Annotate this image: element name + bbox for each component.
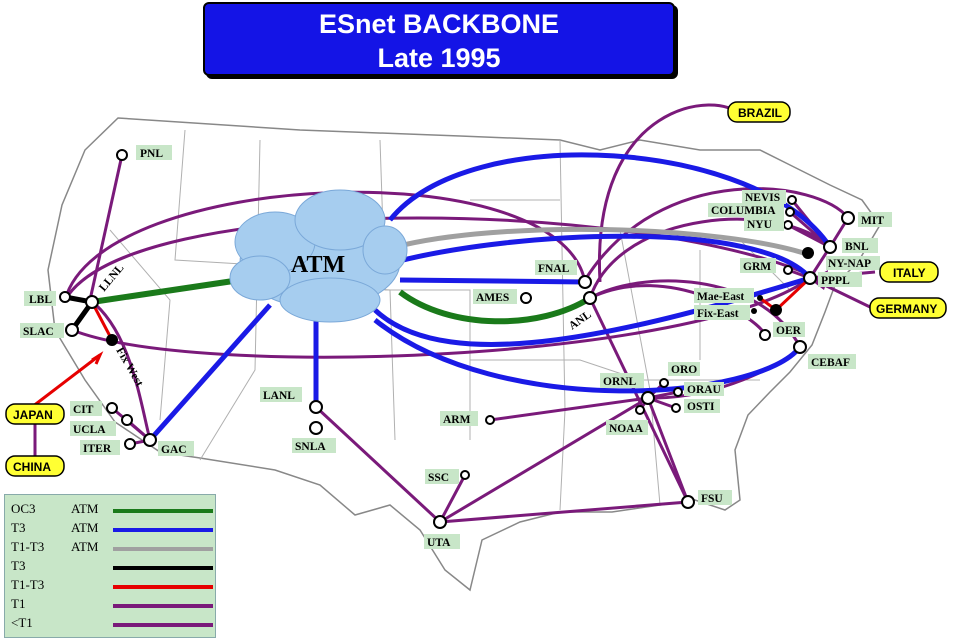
legend-line-swatch: [113, 528, 213, 532]
label-iter: ITER: [83, 443, 112, 455]
label-ucla: UCLA: [73, 424, 106, 436]
label-slac: SLAC: [23, 326, 54, 338]
legend-speed: OC3: [11, 501, 36, 516]
legend-speed: T1: [11, 596, 26, 611]
label-fsu: FSU: [701, 493, 723, 505]
label-ames: AMES: [476, 292, 509, 304]
site-nodes: [59, 149, 855, 529]
label-ornl: ORNL: [603, 376, 637, 388]
legend-speed: T3: [11, 520, 26, 535]
legend-line-swatch: [113, 585, 213, 589]
label-fnal: FNAL: [538, 263, 570, 275]
label-lanl: LANL: [263, 390, 295, 402]
exchange-points: [106, 247, 814, 346]
legend-speed: T1-T3: [11, 539, 45, 554]
label-snla: SNLA: [295, 441, 326, 453]
label-nevis: NEVIS: [745, 192, 780, 204]
label-uta: UTA: [427, 537, 451, 549]
atm-cloud-label: ATM: [291, 252, 345, 278]
t3-atm-links: [148, 152, 833, 442]
label-bnl: BNL: [845, 241, 869, 253]
legend-speed: T3: [11, 558, 26, 573]
label-oro: ORO: [671, 364, 697, 376]
legend-type: ATM: [71, 520, 99, 535]
legend-line-swatch: [113, 623, 213, 627]
label-osti: OSTI: [687, 401, 715, 413]
title-line1: ESnet BACKBONE: [318, 9, 560, 39]
label-lbl: LBL: [29, 294, 52, 306]
t1t3-links: [27, 276, 812, 412]
label-mit: MIT: [861, 215, 884, 227]
legend-speed: T1-T3: [11, 577, 45, 592]
legend-line-swatch: [113, 604, 213, 608]
label-grm: GRM: [743, 261, 771, 273]
legend-line-swatch: [113, 547, 213, 551]
label-arm: ARM: [443, 414, 471, 426]
legend-line-swatch: [113, 566, 213, 570]
label-ny-nap: NY-NAP: [828, 258, 871, 270]
tag-china: CHINA: [13, 460, 51, 474]
oc3-atm-links: [91, 277, 592, 325]
label-oer: OER: [776, 325, 802, 337]
label-ssc: SSC: [428, 472, 449, 484]
label-cit: CIT: [73, 404, 94, 416]
label-gac: GAC: [161, 444, 187, 456]
legend-speed: <T1: [11, 615, 33, 630]
label-fix-east: Fix-East: [697, 308, 739, 320]
label-noaa: NOAA: [609, 423, 644, 435]
atm-cloud: [229, 189, 408, 323]
legend-type: ATM: [71, 539, 99, 554]
label-pppl: PPPL: [821, 275, 850, 287]
label-mae-east: Mae-East: [697, 291, 744, 303]
title-banner: ESnet BACKBONE Late 1995: [203, 2, 675, 76]
tag-japan: JAPAN: [13, 408, 53, 422]
label-pnl: PNL: [140, 148, 163, 160]
label-columbia: COLUMBIA: [711, 205, 776, 217]
tag-germany: GERMANY: [876, 302, 937, 316]
label-orau: ORAU: [687, 384, 722, 396]
tag-brazil: BRAZIL: [738, 106, 782, 120]
label-nyu: NYU: [747, 219, 773, 231]
title-line2: Late 1995: [377, 43, 501, 73]
legend-line-swatch: [113, 509, 213, 513]
label-cebaf: CEBAF: [811, 357, 850, 369]
t1t3-atm-link: [394, 226, 811, 258]
legend-type: ATM: [71, 501, 99, 516]
tag-italy: ITALY: [893, 266, 926, 280]
